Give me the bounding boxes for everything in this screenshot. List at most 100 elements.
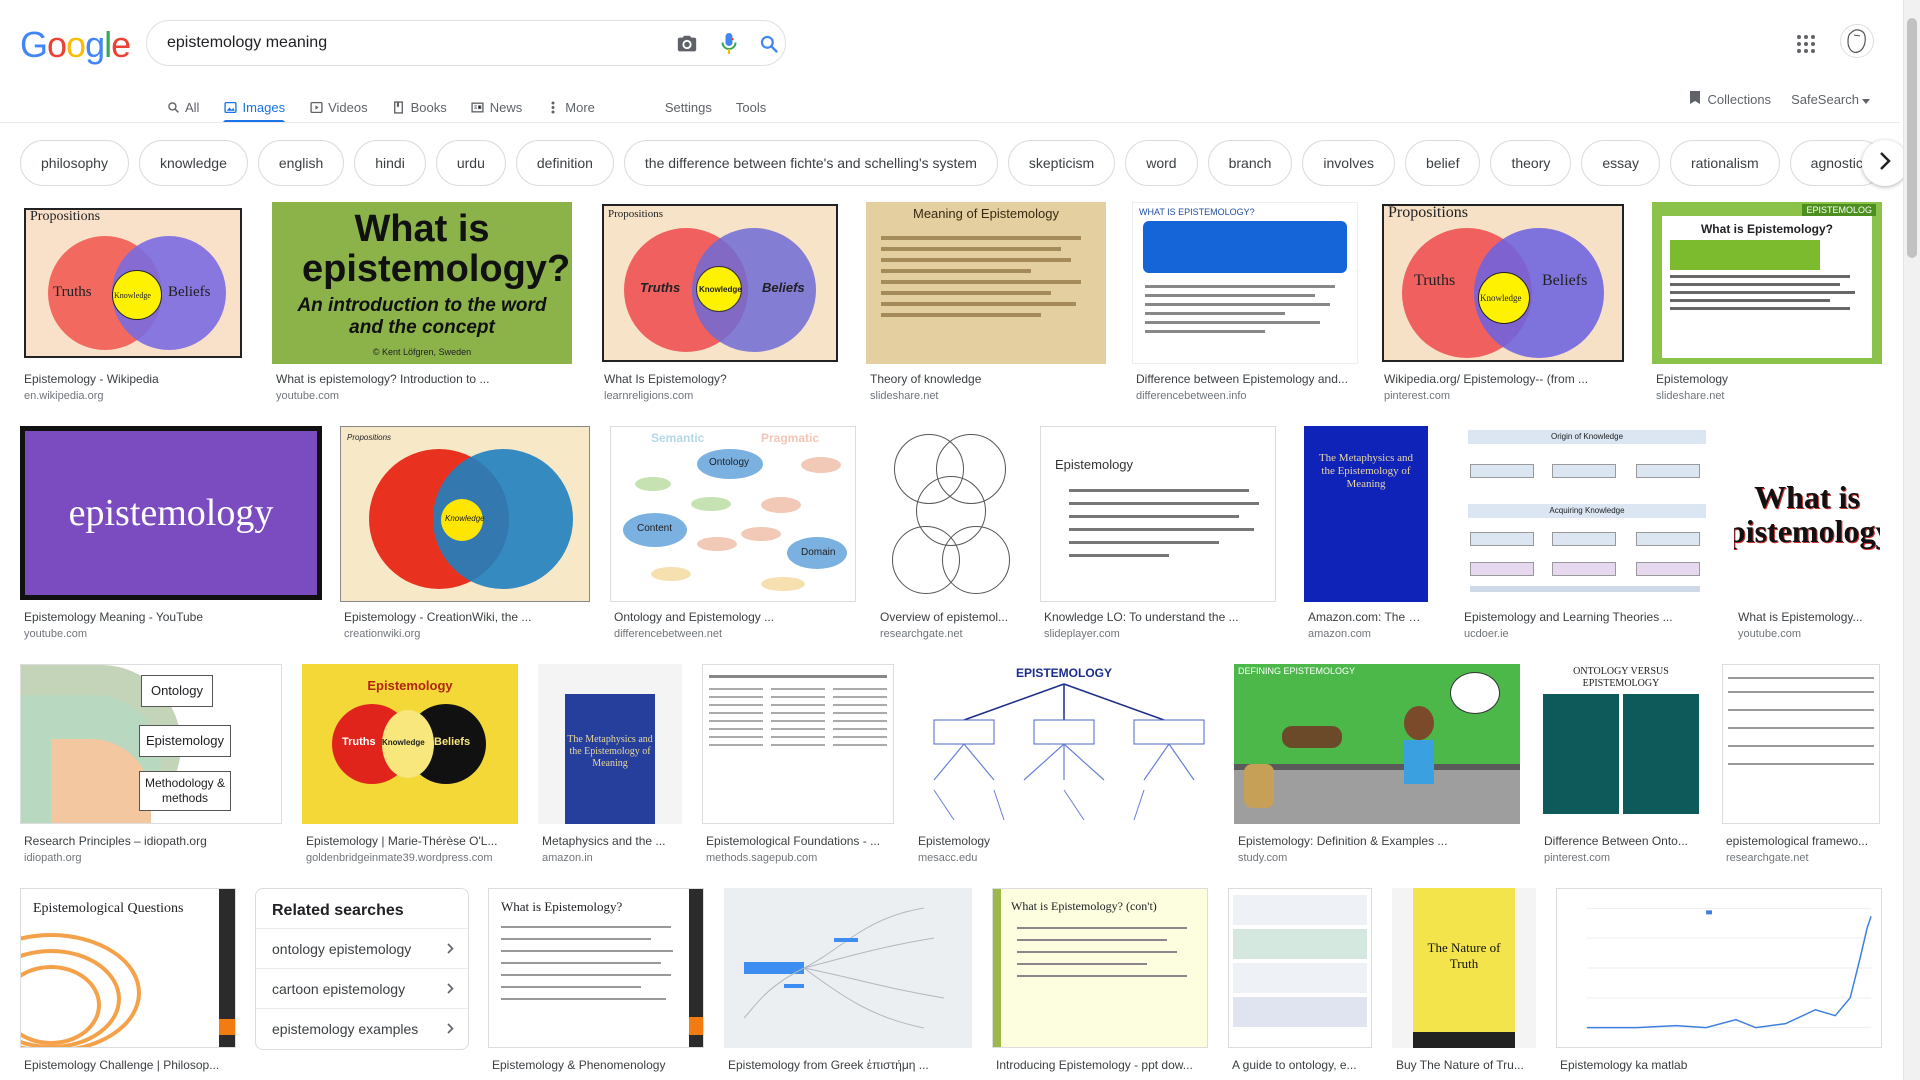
- result-title[interactable]: What is epistemology? Introduction to ..…: [276, 372, 490, 386]
- related-search-item[interactable]: ontology epistemology: [256, 928, 468, 968]
- chip-involves[interactable]: involves: [1302, 140, 1395, 186]
- thumb-text: Beliefs: [168, 284, 211, 300]
- collections-button[interactable]: Collections: [1689, 90, 1771, 108]
- search-icon[interactable]: [757, 32, 781, 56]
- result-thumbnail: [876, 426, 1022, 602]
- result-title[interactable]: Overview of epistemol...: [880, 610, 1009, 624]
- result-title[interactable]: Epistemology: [1656, 372, 1729, 386]
- page-scrollbar[interactable]: [1903, 0, 1920, 1080]
- tab-books[interactable]: Books: [392, 88, 447, 122]
- camera-icon[interactable]: [675, 32, 699, 56]
- result-title[interactable]: Wikipedia.org/ Epistemology-- (from ...: [1384, 372, 1589, 386]
- result-thumbnail: [1228, 888, 1372, 1048]
- result-title[interactable]: Epistemological Foundations - ...: [706, 834, 881, 848]
- chip-essay[interactable]: essay: [1581, 140, 1660, 186]
- thumb-text: What is Epistemology?: [1700, 222, 1833, 236]
- microphone-icon[interactable]: [717, 32, 741, 56]
- chip-branch[interactable]: branch: [1207, 140, 1293, 186]
- thumb-text: Knowledge: [445, 514, 485, 523]
- result-thumbnail: Epistemology: [1040, 426, 1276, 602]
- result-title[interactable]: Epistemology and Learning Theories ...: [1464, 610, 1673, 624]
- thumb-text: Epistemology: [367, 678, 453, 693]
- safesearch-button[interactable]: SafeSearch: [1791, 92, 1870, 107]
- tab-images[interactable]: Images: [223, 88, 285, 123]
- result-title[interactable]: Knowledge LO: To understand the ...: [1044, 610, 1239, 624]
- result-title[interactable]: Epistemology & Phenomenology: [492, 1058, 666, 1072]
- apps-grid-icon[interactable]: [1794, 32, 1818, 56]
- result-title[interactable]: Amazon.com: The Met...: [1308, 610, 1428, 624]
- tab-all[interactable]: All: [166, 88, 199, 122]
- result-title[interactable]: Difference between Epistemology and...: [1136, 372, 1348, 386]
- result-source: pinterest.com: [1544, 852, 1611, 864]
- thumb-text: DEFINING EPISTEMOLOGY: [1238, 666, 1356, 676]
- result-title[interactable]: Epistemology: [918, 834, 991, 848]
- caret-down-icon: [1862, 92, 1870, 107]
- thumb-text: Propositions: [30, 209, 101, 224]
- chip-hindi[interactable]: hindi: [354, 140, 426, 186]
- result-thumbnail: EPISTEMOLOG What is Epistemology?: [1652, 202, 1882, 364]
- result-title[interactable]: Difference Between Onto...: [1544, 834, 1688, 848]
- result-thumbnail: What is Epistemology?: [1734, 426, 1880, 602]
- result-title[interactable]: Epistemology | Marie-Thérèse O'L...: [306, 834, 498, 848]
- tab-label: News: [489, 99, 523, 115]
- thumb-text: Beliefs: [434, 736, 471, 748]
- result-title[interactable]: Epistemology - Wikipedia: [24, 372, 159, 386]
- chevron-right-icon: [447, 981, 454, 997]
- related-search-item[interactable]: cartoon epistemology: [256, 968, 468, 1008]
- result-thumbnail: EPISTEMOLOGY: [914, 664, 1214, 824]
- result-title[interactable]: Epistemology ka matlab: [1560, 1058, 1688, 1072]
- result-title[interactable]: Research Principles – idiopath.org: [24, 834, 207, 848]
- chip-rationalism[interactable]: rationalism: [1669, 140, 1780, 186]
- search-input[interactable]: [167, 34, 627, 52]
- avatar[interactable]: [1840, 24, 1874, 58]
- chip-the-difference-between-fichte-s-and-schelling-s-system[interactable]: the difference between fichte's and sche…: [623, 140, 998, 186]
- chip-english[interactable]: english: [257, 140, 345, 186]
- result-title[interactable]: Buy The Nature of Tru...: [1396, 1058, 1524, 1072]
- tab-videos[interactable]: Videos: [309, 88, 368, 122]
- chip-knowledge[interactable]: knowledge: [138, 140, 248, 186]
- result-title[interactable]: What Is Epistemology?: [604, 372, 727, 386]
- tab-label: All: [185, 99, 200, 115]
- result-title[interactable]: Epistemology: Definition & Examples ...: [1238, 834, 1448, 848]
- chip-belief[interactable]: belief: [1405, 140, 1481, 186]
- tab-more[interactable]: More: [546, 88, 595, 122]
- chip-urdu[interactable]: urdu: [435, 140, 506, 186]
- result-title[interactable]: Epistemology Challenge | Philosop...: [24, 1058, 220, 1072]
- thumb-text: What is Epistemology?: [501, 899, 623, 914]
- chips-next-button[interactable]: [1862, 140, 1908, 186]
- scrollbar-thumb[interactable]: [1907, 18, 1917, 258]
- collections-label: Collections: [1707, 91, 1772, 107]
- mindmap-graphic: [743, 907, 945, 1029]
- related-search-item[interactable]: epistemology examples: [256, 1008, 468, 1048]
- tools-button[interactable]: Tools: [736, 88, 766, 122]
- chip-theory[interactable]: theory: [1490, 140, 1572, 186]
- chip-word[interactable]: word: [1125, 140, 1198, 186]
- settings-button[interactable]: Settings: [665, 88, 712, 122]
- safesearch-label: SafeSearch: [1791, 91, 1859, 107]
- thumb-text: EPISTEMOLOGY: [1015, 666, 1112, 680]
- chip-definition[interactable]: definition: [515, 140, 614, 186]
- result-title[interactable]: Theory of knowledge: [870, 372, 982, 386]
- google-logo[interactable]: Google: [20, 24, 131, 65]
- result-title[interactable]: Ontology and Epistemology ...: [614, 610, 775, 624]
- thumb-text: Beliefs: [1542, 272, 1588, 289]
- tab-news[interactable]: News: [471, 88, 523, 122]
- chip-philosophy[interactable]: philosophy: [20, 140, 129, 186]
- result-source: slideshare.net: [1656, 390, 1725, 402]
- result-thumbnail: ONTOLOGY VERSUS EPISTEMOLOGY: [1540, 664, 1702, 824]
- result-thumbnail: [702, 664, 894, 824]
- tab-label: Books: [410, 99, 447, 115]
- related-search-label: ontology epistemology: [272, 940, 412, 957]
- result-title[interactable]: Epistemology - CreationWiki, the ...: [344, 610, 532, 624]
- result-title[interactable]: epistemological framewo...: [1726, 834, 1869, 848]
- result-title[interactable]: Epistemology Meaning - YouTube: [24, 610, 204, 624]
- thumb-text: Truths: [53, 284, 92, 300]
- result-title[interactable]: A guide to ontology, e...: [1232, 1058, 1357, 1072]
- thumb-text: The Metaphysics and the Epistemology of …: [565, 694, 655, 824]
- result-thumbnail: Origin of Knowledge Acquiring Knowledge: [1460, 426, 1714, 602]
- result-title[interactable]: What is Epistemology...: [1738, 610, 1863, 624]
- result-title[interactable]: Introducing Epistemology - ppt dow...: [996, 1058, 1193, 1072]
- chip-skepticism[interactable]: skepticism: [1007, 140, 1116, 186]
- result-title[interactable]: Metaphysics and the ...: [542, 834, 666, 848]
- result-title[interactable]: Epistemology from Greek ἐπιστήμη ...: [728, 1058, 929, 1072]
